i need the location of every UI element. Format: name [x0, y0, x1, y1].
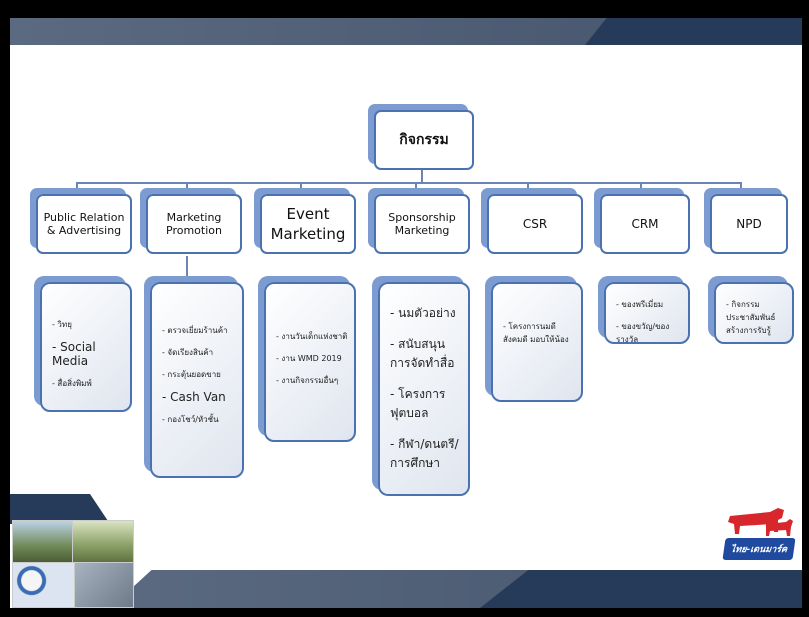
- list-item: - ของขวัญ/ของรางวัล: [616, 322, 670, 344]
- category-event-marketing: Event Marketing: [260, 194, 356, 254]
- connector-v6: [640, 182, 642, 194]
- category-marketing-promotion: Marketing Promotion: [146, 194, 242, 254]
- bottom-banner-accent: [480, 570, 802, 608]
- list-item: - กีฬา/ดนตรี/การศึกษา: [390, 437, 459, 470]
- connector-down-2: [186, 256, 188, 280]
- category-label: Event Marketing: [270, 205, 346, 243]
- list-item: - กระตุ้นยอดขาย: [162, 370, 221, 379]
- items-crm: - ของพรีเมี่ยม - ของขวัญ/ของรางวัล: [604, 282, 690, 344]
- list-item: - โครงการฟุตบอล: [390, 387, 446, 420]
- root-node: กิจกรรม: [374, 110, 474, 170]
- brand-logo: ไทย-เดนมาร์ค: [722, 498, 796, 564]
- connector-root: [421, 170, 423, 183]
- items-pr-advertising: - วิทยุ - Social Media - สื่อสิ่งพิมพ์: [40, 282, 132, 412]
- top-banner-accent: [585, 18, 802, 45]
- list-item: - วิทยุ: [52, 320, 72, 329]
- items-event-marketing: - งานวันเด็กแห่งชาติ - งาน WMD 2019 - งา…: [264, 282, 356, 442]
- list-item: - สนับสนุนการจัดทำสื่อ: [390, 337, 455, 370]
- items-sponsorship: - นมตัวอย่าง - สนับสนุนการจัดทำสื่อ - โค…: [378, 282, 470, 496]
- photo-dairy-farm: [12, 520, 74, 564]
- connector-v5: [527, 182, 529, 194]
- cow-icon: [728, 508, 793, 536]
- list-item: - งานวันเด็กแห่งชาติ: [276, 332, 348, 341]
- items-csr: - โครงการนมดี สังคมดี มอบให้น้อง: [491, 282, 583, 402]
- list-item: - Social Media: [52, 340, 96, 368]
- list-item: - ของพรีเมี่ยม: [616, 300, 664, 309]
- photo-cows: [72, 520, 134, 564]
- category-label: CSR: [522, 217, 548, 231]
- category-label: Marketing Promotion: [166, 211, 222, 237]
- list-item: - Cash Van: [162, 390, 226, 404]
- list-item: - จัดเรียงสินค้า: [162, 348, 214, 357]
- list-item: - สื่อสิ่งพิมพ์: [52, 379, 92, 388]
- category-csr: CSR: [487, 194, 583, 254]
- root-label: กิจกรรม: [399, 132, 449, 148]
- category-label: CRM: [631, 217, 659, 231]
- list-item: - กองโชว์/หัวชั้น: [162, 415, 219, 424]
- category-label: Public Relation & Advertising: [43, 211, 125, 237]
- category-pr-advertising: Public Relation & Advertising: [36, 194, 132, 254]
- list-item: - ตรวจเยี่ยมร้านค้า: [162, 326, 228, 335]
- list-item: - งานกิจกรรมอื่นๆ: [276, 376, 339, 385]
- connector-v3: [300, 182, 302, 194]
- list-item: - งาน WMD 2019: [276, 354, 342, 363]
- connector-v7: [740, 182, 742, 194]
- category-crm: CRM: [600, 194, 690, 254]
- list-item: - นมตัวอย่าง: [390, 306, 456, 320]
- slide: กิจกรรม Public Relation & Advertising Ma…: [10, 18, 802, 608]
- items-marketing-promotion: - ตรวจเยี่ยมร้านค้า - จัดเรียงสินค้า - ก…: [150, 282, 244, 478]
- photo-milk-products: [12, 562, 76, 608]
- category-label: Sponsorship Marketing: [388, 211, 456, 237]
- connector-v2: [186, 182, 188, 194]
- category-npd: NPD: [710, 194, 788, 254]
- category-sponsorship: Sponsorship Marketing: [374, 194, 470, 254]
- category-label: NPD: [736, 217, 762, 231]
- connector-horizontal: [76, 182, 740, 184]
- connector-v1: [76, 182, 78, 194]
- items-npd: - กิจกรรมประชาสัมพันธ์สร้างการรับรู้: [714, 282, 794, 344]
- list-item: - กิจกรรมประชาสัมพันธ์สร้างการรับรู้: [726, 300, 776, 335]
- photo-factory: [74, 562, 134, 608]
- logo-text: ไทย-เดนมาร์ค: [722, 538, 796, 560]
- connector-v4: [415, 182, 417, 194]
- list-item: - โครงการนมดี สังคมดี มอบให้น้อง: [503, 322, 569, 344]
